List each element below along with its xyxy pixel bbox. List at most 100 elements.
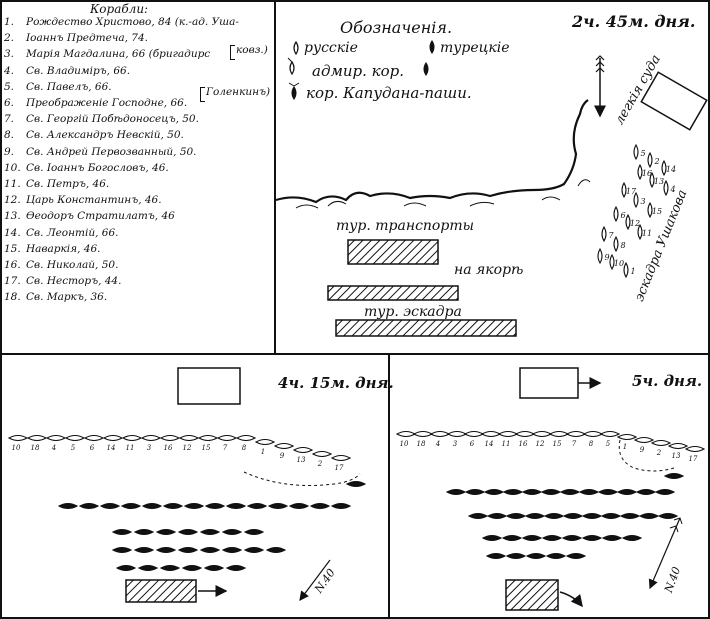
- russian-ship-number: 16: [519, 440, 528, 448]
- turkish-ship-icon: [429, 40, 435, 54]
- russian-ship-number: 12: [183, 444, 192, 452]
- ship-name: Св. Андрей Первозванный, 50.: [26, 145, 197, 158]
- turkish-ship: [120, 502, 142, 510]
- turkish-ship: [137, 564, 159, 572]
- ship-number: 15.: [4, 242, 21, 255]
- panel3-turkish-lines: [445, 472, 685, 560]
- panel2-transports-block: [125, 579, 197, 603]
- panel3-time: 5ч. дня.: [632, 372, 703, 390]
- russian-ship-number: 18: [31, 444, 40, 452]
- legend-title: Обозначенія.: [340, 18, 453, 37]
- ushakov-ship: [597, 247, 603, 265]
- turkish-ship: [288, 502, 310, 510]
- ushakov-ship-number: 14: [666, 165, 676, 174]
- ship-name: Ѳеодоръ Стратилатъ, 46: [26, 210, 175, 223]
- russian-ship-number: 3: [453, 440, 458, 448]
- ship-name: Св. Владиміръ, 66.: [26, 64, 131, 77]
- ushakov-ship: [637, 163, 643, 181]
- russian-ship: [667, 442, 689, 450]
- turkish-ship: [545, 552, 567, 560]
- turkish-ship: [183, 502, 205, 510]
- ship-list-item: 3.Марія Магдалина, 66 (бригадирс: [4, 46, 270, 62]
- turkish-ship: [464, 488, 486, 496]
- legend-kapudan-label: кор. Капудана-паши.: [306, 84, 472, 102]
- turkish-ship: [267, 502, 289, 510]
- bracket-note-2: Голенкинъ): [199, 86, 271, 102]
- russian-ship-number: 13: [672, 452, 681, 460]
- ship-name: Св. Леонтій, 66.: [26, 226, 119, 239]
- ship-list-item: 5. Св. Павелъ, 66.: [4, 79, 270, 95]
- russian-ship: [216, 434, 238, 442]
- turkish-ship: [561, 534, 583, 542]
- russian-ship: [140, 434, 162, 442]
- russian-ship-number: 1: [623, 443, 627, 451]
- turkish-ship: [155, 528, 177, 536]
- ship-name: Рождество Христово, 84 (к.-ад. Ушa-: [26, 16, 239, 28]
- russian-ship: [650, 439, 672, 447]
- ushakov-ship: [637, 223, 643, 241]
- kapudan-ship-icon: [423, 62, 429, 76]
- ship-list-item: 18.Св. Маркъ, 36.: [4, 289, 270, 305]
- panel3-light-ships-box: [519, 367, 579, 399]
- russian-ship: [429, 430, 451, 438]
- russian-ship-number: 17: [689, 455, 698, 463]
- ship-name: Св. Несторъ, 44.: [26, 275, 122, 288]
- ushakov-ship-number: 5: [640, 149, 645, 158]
- ushakov-ship-number: 9: [604, 253, 609, 262]
- turkish-ship: [559, 488, 581, 496]
- ushakov-ship: [609, 253, 615, 271]
- ushakov-ship: [625, 213, 631, 231]
- russian-ship-number: 6: [470, 440, 475, 448]
- turkish-ship: [246, 502, 268, 510]
- ship-number: 2.: [4, 32, 15, 45]
- russian-ship-number: 8: [242, 444, 247, 452]
- russian-ship: [273, 442, 295, 450]
- ushakov-ship-number: 1: [630, 267, 635, 276]
- turkish-ship: [505, 512, 527, 520]
- turkish-ship: [243, 546, 265, 554]
- ship-number: 9.: [4, 145, 15, 158]
- russian-ship: [83, 434, 105, 442]
- turkish-ship: [221, 528, 243, 536]
- russian-ship: [102, 434, 124, 442]
- ushakov-ship: [613, 235, 619, 253]
- russian-ship: [45, 434, 67, 442]
- turkish-ship: [199, 528, 221, 536]
- turkish-ship: [600, 512, 622, 520]
- turkish-ship: [483, 488, 505, 496]
- turkish-ship: [57, 502, 79, 510]
- turkish-ship: [485, 552, 507, 560]
- russian-ship-number: 17: [335, 464, 344, 472]
- turkish-ship: [199, 546, 221, 554]
- ushakov-ship: [649, 171, 655, 189]
- ship-list-item: 16.Св. Николай, 50.: [4, 257, 270, 273]
- ship-name: Царь Константинъ, 46.: [26, 194, 162, 207]
- ushakov-ship-number: 3: [640, 197, 645, 206]
- russian-ship-number: 3: [147, 444, 152, 452]
- turkish-ship: [225, 564, 247, 572]
- ushakov-ship-number: 4: [669, 185, 675, 194]
- russian-ship: [178, 434, 200, 442]
- turkish-ship: [638, 512, 660, 520]
- ship-name: Св. Іоаннъ Богословъ, 46.: [26, 161, 169, 174]
- turk-squadron-block-2: [335, 319, 517, 337]
- ship-list-item: 2.Іоаннъ Предтеча, 74.: [4, 30, 270, 46]
- turkish-ship: [635, 488, 657, 496]
- ship-name: Св. Павелъ, 66.: [26, 80, 112, 93]
- russian-ship-number: 7: [572, 440, 577, 448]
- ushakov-ship: [663, 179, 669, 197]
- russian-ship-number: 7: [223, 444, 228, 452]
- ship-name: Наваркія, 46.: [26, 242, 101, 255]
- ushakov-ship-number: 13: [654, 177, 664, 186]
- turkish-ship: [99, 502, 121, 510]
- ship-number: 5.: [4, 80, 15, 93]
- ushakov-ship: [633, 191, 639, 209]
- ushakov-ship-number: 8: [620, 241, 625, 250]
- russian-ship-number: 10: [12, 444, 21, 452]
- turkish-ship: [481, 534, 503, 542]
- ship-list-item: 10.Св. Іоаннъ Богословъ, 46.: [4, 160, 270, 176]
- russian-ship: [633, 436, 655, 444]
- turkish-ship: [221, 546, 243, 554]
